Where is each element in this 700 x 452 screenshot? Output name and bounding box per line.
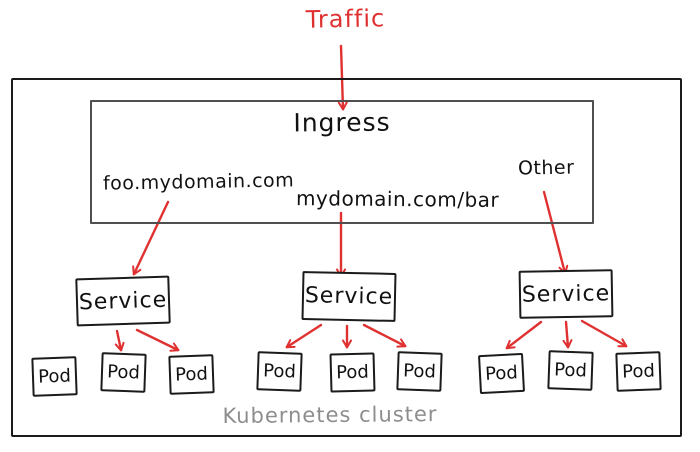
ingress-rule-other: Other <box>517 156 575 180</box>
ingress-rule-foo: foo.mydomain.com <box>102 169 295 195</box>
pod-box-1-1: Pod <box>31 356 78 397</box>
pod-box-3-3: Pod <box>615 351 662 392</box>
pod-box-1-2: Pod <box>100 352 147 393</box>
pod-box-3-1: Pod <box>478 352 525 395</box>
ingress-title: Ingress <box>293 107 391 138</box>
cluster-caption: Kubernetes cluster <box>222 402 438 428</box>
pod-box-1-3: Pod <box>168 354 215 395</box>
service-box-2: Service <box>301 271 397 322</box>
service-box-3: Service <box>518 269 614 319</box>
pod-box-2-3: Pod <box>396 351 443 392</box>
traffic-label: Traffic <box>305 4 386 34</box>
cluster-boundary-box <box>11 78 682 437</box>
pod-box-2-1: Pod <box>256 351 303 392</box>
ingress-rule-bar: mydomain.com/bar <box>295 186 500 212</box>
service-box-1: Service <box>75 275 171 327</box>
pod-box-2-2: Pod <box>329 352 376 393</box>
pod-box-3-2: Pod <box>547 350 594 391</box>
ingress-box <box>90 100 594 224</box>
